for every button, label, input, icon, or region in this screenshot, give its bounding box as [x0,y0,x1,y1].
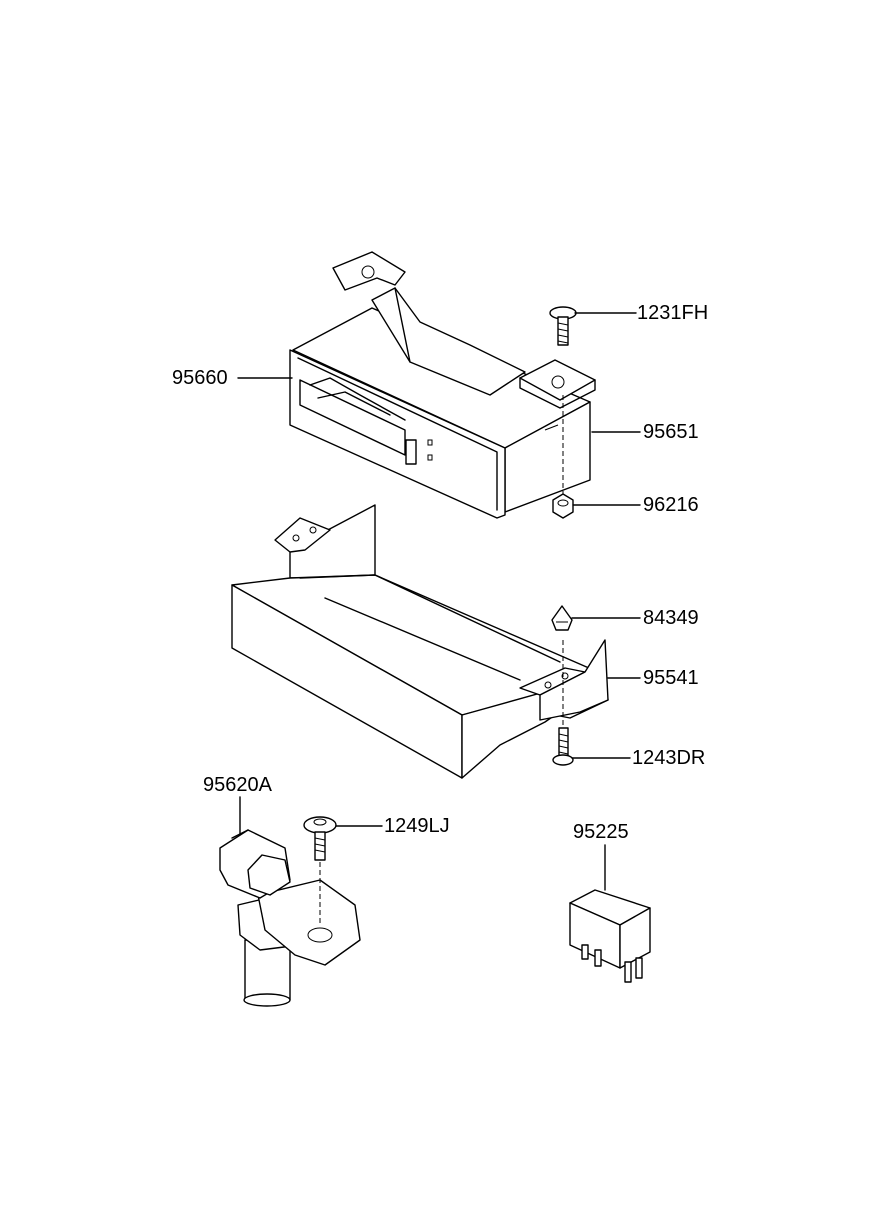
part-label-1243dr[interactable]: 1243DR [632,747,706,769]
part-label-95225[interactable]: 95225 [573,821,629,843]
part-label-95660[interactable]: 95660 [172,367,228,389]
ecu-module-drawing [289,251,596,519]
nut-96216-drawing [552,493,574,519]
part-label-95620a[interactable]: 95620A [203,774,272,796]
relay-95225-drawing [569,889,651,983]
part-label-95651[interactable]: 95651 [643,421,699,443]
part-label-96216[interactable]: 96216 [643,494,699,516]
screw-1231fh-drawing [549,306,577,346]
screw-1243dr-drawing [552,727,574,766]
sensor-95620a-drawing [219,829,361,1007]
part-label-1231fh[interactable]: 1231FH [637,302,709,324]
tray-drawing [231,504,609,779]
clip-84349-drawing [551,605,573,631]
leader-lines [237,312,641,891]
part-label-95541[interactable]: 95541 [643,667,699,689]
part-label-1249lj[interactable]: 1249LJ [384,815,450,837]
part-label-84349[interactable]: 84349 [643,607,699,629]
bolt-1249lj-drawing [303,816,337,925]
